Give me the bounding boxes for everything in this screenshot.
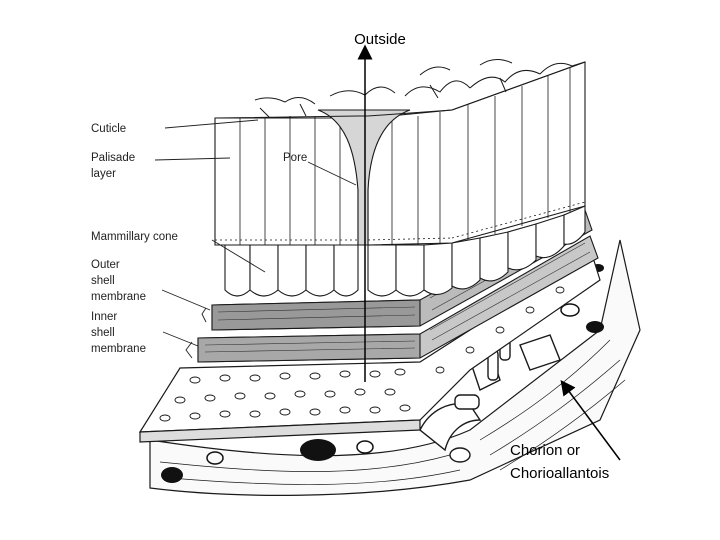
leader-lines (154, 119, 357, 359)
inner-membrane-label-line3: membrane (91, 343, 146, 355)
pore-channel (317, 109, 411, 246)
outer-membrane-label-line2: shell (91, 275, 115, 287)
pore-label: Pore (283, 152, 307, 164)
cuticle-label: Cuticle (91, 123, 126, 135)
inner-membrane-label-line1: Inner (91, 311, 117, 323)
outer-membrane-label-line3: membrane (91, 291, 146, 303)
membrane-pores (159, 286, 565, 422)
inner-membrane-label-line2: shell (91, 327, 115, 339)
outside-label: Outside (354, 31, 406, 48)
chorion-label-line2: Chorioallantois (510, 465, 609, 482)
cuticle-network (214, 59, 586, 119)
palisade-label-line2: layer (91, 168, 116, 180)
mammillary-cones (224, 205, 586, 297)
outer-membrane-label-line1: Outer (91, 259, 120, 271)
chorioallantois-tissue (149, 239, 641, 496)
mammillary-cone-label: Mammillary cone (91, 231, 178, 243)
palisade-columns (215, 68, 586, 245)
palisade-layer (214, 61, 586, 246)
chorion-arrow (560, 379, 621, 461)
palisade-label-line1: Palisade (91, 152, 135, 164)
blood-vessels (419, 329, 561, 463)
chorion-label-line1: Chorion or (510, 442, 580, 459)
